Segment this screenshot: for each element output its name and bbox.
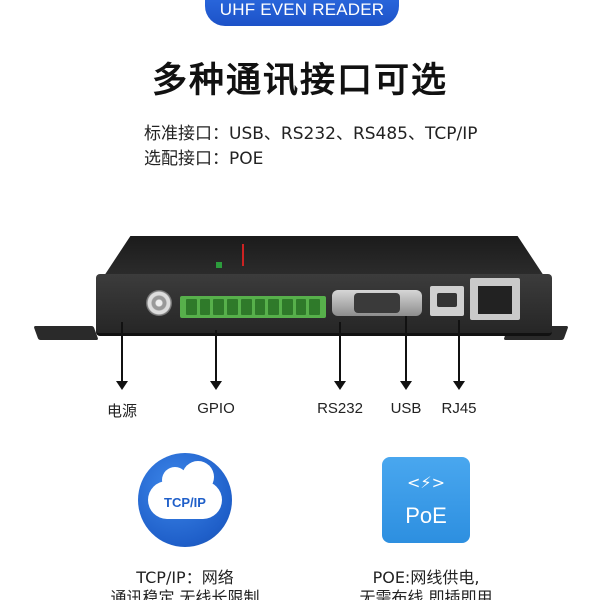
port-label-usb: USB: [390, 400, 422, 417]
power-connector-icon: [146, 290, 172, 316]
product-banner-label: UHF EVEN READER: [219, 0, 385, 19]
gpio-terminal-block: [180, 296, 326, 318]
usb-port: [430, 286, 464, 316]
page-headline: 多种通讯接口可选: [151, 61, 448, 101]
tcp-ip-cloud-icon: TCP/IP: [138, 453, 232, 547]
port-label-rj45: RJ45: [441, 400, 477, 417]
poe-arrows-icon: <⚡>: [406, 473, 446, 492]
poe-icon-label: PoE: [405, 503, 447, 528]
gpio-arrow: [210, 330, 222, 390]
poe-caption-line1: POE:网线供电,: [372, 568, 480, 587]
standard-interfaces: 标准接口：USB、RS232、RS485、TCP/IP: [144, 124, 478, 144]
tcp-ip-icon-label: TCP/IP: [164, 495, 206, 510]
optional-interfaces: 选配接口：POE: [144, 149, 264, 169]
reader-device-image: [33, 230, 569, 360]
device-brand-mark: [216, 242, 280, 274]
port-label-gpio: GPIO: [197, 400, 235, 417]
product-banner: UHF EVEN READER: [205, 0, 399, 26]
poe-icon: <⚡> PoE: [382, 457, 470, 543]
interface-list: 标准接口：USB、RS232、RS485、TCP/IP 选配接口：POE: [144, 122, 478, 172]
rj45-arrow: [453, 320, 465, 390]
device-top-panel: [104, 236, 544, 276]
poe-caption: POE:网线供电, 无需布线 即插即用: [326, 568, 526, 600]
tcp-ip-caption-line2: 通讯稳定 无线长限制: [110, 588, 260, 600]
rs232-port: [332, 290, 422, 316]
mounting-flange-left: [33, 326, 99, 340]
rj45-port: [470, 278, 520, 320]
usb-arrow: [400, 316, 412, 390]
port-label-power: 电源: [106, 403, 138, 420]
power-arrow: [116, 322, 128, 390]
device-rear-panel: [96, 274, 552, 336]
rs232-arrow: [334, 322, 346, 390]
poe-caption-line2: 无需布线 即插即用: [359, 588, 493, 600]
tcp-ip-caption-line1: TCP/IP：网络: [136, 568, 234, 587]
tcp-ip-caption: TCP/IP：网络 通讯稳定 无线长限制: [82, 568, 288, 600]
port-label-rs232: RS232: [317, 400, 363, 417]
